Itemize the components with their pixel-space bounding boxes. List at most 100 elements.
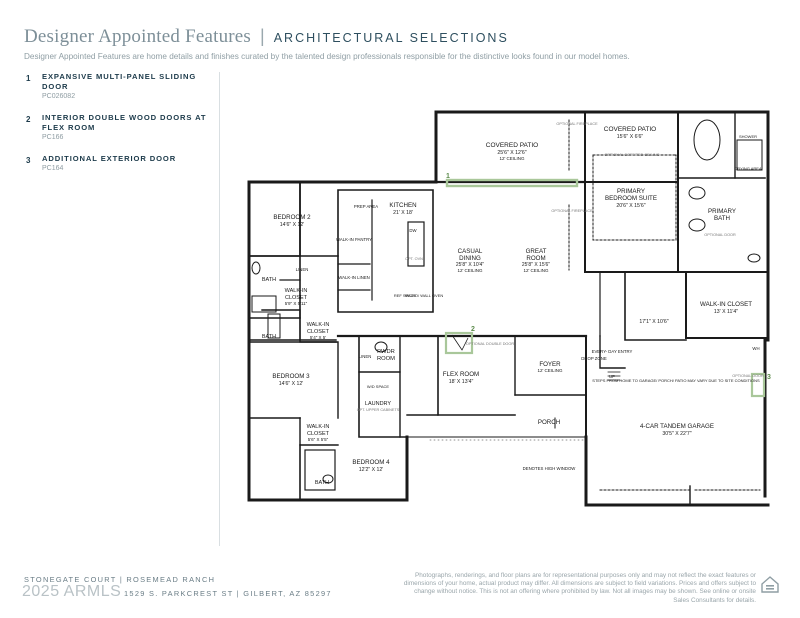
feature-name-line2: FLEX ROOM	[42, 123, 96, 132]
room-label: CLOSET	[285, 295, 308, 301]
feature-name-line1: INTERIOR DOUBLE WOOD DOORS AT	[42, 113, 207, 122]
feature-number: 1	[26, 74, 31, 83]
room-note: 12' CEILING	[499, 156, 525, 161]
footer-community: STONEGATE COURT | ROSEMEAD RANCH 2025 AR…	[22, 575, 344, 600]
room-label: BEDROOM 4	[352, 459, 390, 466]
feature-code: PC164	[42, 165, 64, 172]
highlight-sliding-door	[445, 178, 579, 188]
annotation: OPTIONAL FIREPLACE	[551, 209, 593, 213]
room-label: BATH	[315, 480, 329, 486]
annotation: OPTIONAL DOUBLE DOOR	[466, 342, 514, 346]
room-label: GREAT	[526, 248, 547, 255]
room-label: PRIMARY	[708, 208, 736, 215]
annotation: DENOTES HIGH WINDOW	[523, 466, 577, 471]
feature-code: PC166	[42, 134, 64, 141]
room-label: PORCH	[538, 419, 560, 426]
room-label: MICRO/ WALL OVEN	[405, 293, 444, 298]
room-dims: 5'9" X 5'11"	[285, 301, 308, 306]
marker-2: 2	[471, 326, 475, 333]
room-note: 12' CEILING	[523, 268, 549, 273]
feature-list: 1 EXPANSIVE MULTI-PANEL SLIDING DOOR PC0…	[26, 72, 216, 185]
room-label: FOYER	[539, 361, 561, 368]
room-label: PWDR	[377, 349, 395, 355]
room-note: 12' CEILING	[457, 268, 483, 273]
room-label: BATH	[262, 334, 276, 340]
annotation: OPT. UPPER CABINETS	[357, 408, 400, 412]
annotation: OPT. OVN	[405, 257, 423, 261]
room-label: DRYING AREA	[734, 166, 762, 171]
page-description: Designer Appointed Features are home det…	[24, 52, 630, 61]
highlight-exterior-door	[750, 372, 766, 398]
room-label: WALK-IN CLOSET	[700, 301, 752, 308]
room-label: BEDROOM 2	[273, 214, 311, 221]
room-label: CLOSET	[307, 329, 330, 335]
room-label: LAUNDRY	[365, 401, 392, 407]
room-label: FLEX ROOM	[443, 371, 479, 378]
room-dims: 13' X 11'4"	[714, 309, 738, 315]
feature-name-line2: DOOR	[42, 82, 69, 91]
room-label: ROOM	[526, 255, 545, 262]
room-label: 4-CAR TANDEM GARAGE	[640, 423, 714, 430]
feature-body: EXPANSIVE MULTI-PANEL SLIDING DOOR PC026…	[42, 72, 216, 100]
room-label: W/D SPACE	[367, 384, 389, 389]
room-label: WALK-IN LINEN	[338, 275, 370, 280]
column-divider	[219, 72, 220, 546]
title-row: Designer Appointed Features | ARCHITECTU…	[24, 26, 784, 48]
community-name: STONEGATE COURT | ROSEMEAD RANCH	[24, 575, 216, 584]
community-address: 1529 S. PARKCREST ST | GILBERT, AZ 85297	[124, 589, 332, 598]
room-dims: 21' X 18'	[393, 210, 413, 216]
room-label: BATH	[262, 277, 276, 283]
room-dims: 5'4" X 5'	[310, 335, 326, 340]
marker-1: 1	[446, 173, 450, 180]
room-label: WALK-IN PANTRY	[336, 237, 372, 242]
page-title: Designer Appointed Features	[24, 26, 252, 47]
annotation: OPTIONAL DOOR	[704, 233, 736, 237]
room-label: WH	[752, 346, 759, 351]
highlight-double-door	[444, 331, 474, 355]
marker-3: 3	[767, 374, 771, 381]
room-label: REF SPACE	[394, 293, 417, 298]
room-label: WALK-IN	[307, 322, 330, 328]
room-dims: 18' X 13'4"	[449, 379, 474, 385]
title-separator: |	[260, 26, 265, 46]
room-label: COVERED PATIO	[604, 126, 657, 133]
feature-code: PC026082	[42, 93, 76, 100]
room-label: DW	[409, 228, 417, 233]
room-label: CASUAL	[458, 248, 483, 255]
room-dims: 30'5" X 22'7"	[662, 431, 691, 437]
annotation: OPTIONAL FIREPLACE	[556, 122, 598, 126]
feature-item: 1 EXPANSIVE MULTI-PANEL SLIDING DOOR PC0…	[26, 72, 216, 100]
feature-body: INTERIOR DOUBLE WOOD DOORS AT FLEX ROOM …	[42, 113, 216, 141]
room-dims: 14'6" X 12'	[280, 222, 305, 228]
feature-item: 3 ADDITIONAL EXTERIOR DOOR PC164	[26, 154, 216, 172]
feature-name-line1: ADDITIONAL EXTERIOR DOOR	[42, 154, 177, 163]
equal-housing-icon	[761, 576, 779, 593]
feature-number: 3	[26, 156, 31, 165]
room-label: EVERY- DAY ENTRY	[592, 349, 633, 354]
page-subtitle: ARCHITECTURAL SELECTIONS	[273, 31, 509, 45]
room-label: COVERED PATIO	[486, 142, 539, 149]
feature-number: 2	[26, 115, 31, 124]
annotation: STEPS FROM HOME TO GARAGE/ PORCH/ PATIO …	[592, 378, 760, 383]
room-label: BEDROOM 3	[272, 373, 310, 380]
room-label: ROOM	[377, 356, 395, 362]
room-label: SHOWER	[739, 134, 757, 139]
room-label: KITCHEN	[389, 202, 416, 209]
header: Designer Appointed Features | ARCHITECTU…	[24, 26, 784, 61]
room-label: DROP ZONE	[581, 356, 607, 361]
room-dims: 17'1" X 10'6"	[639, 319, 668, 325]
room-label: CLOSET	[307, 431, 330, 437]
room-dims: 12'2" X 12'	[359, 467, 384, 473]
room-dims: 14'6" X 12'	[279, 381, 304, 387]
room-dims: 20'6" X 15'6"	[616, 203, 645, 209]
room-label: UP	[609, 374, 615, 379]
room-label: LINEN	[359, 354, 372, 359]
room-label: LINEN	[296, 267, 309, 272]
room-dims: 15'6" X 6'6"	[617, 134, 644, 140]
room-label: DINING	[459, 255, 481, 262]
room-label: BEDROOM SUITE	[605, 195, 657, 202]
room-label: WALK-IN	[285, 288, 308, 294]
disclaimer: Photographs, renderings, and floor plans…	[403, 572, 756, 604]
room-dims: 5'6" X 5'5"	[308, 437, 329, 442]
room-dims: 25'6" X 12'6"	[497, 150, 526, 156]
